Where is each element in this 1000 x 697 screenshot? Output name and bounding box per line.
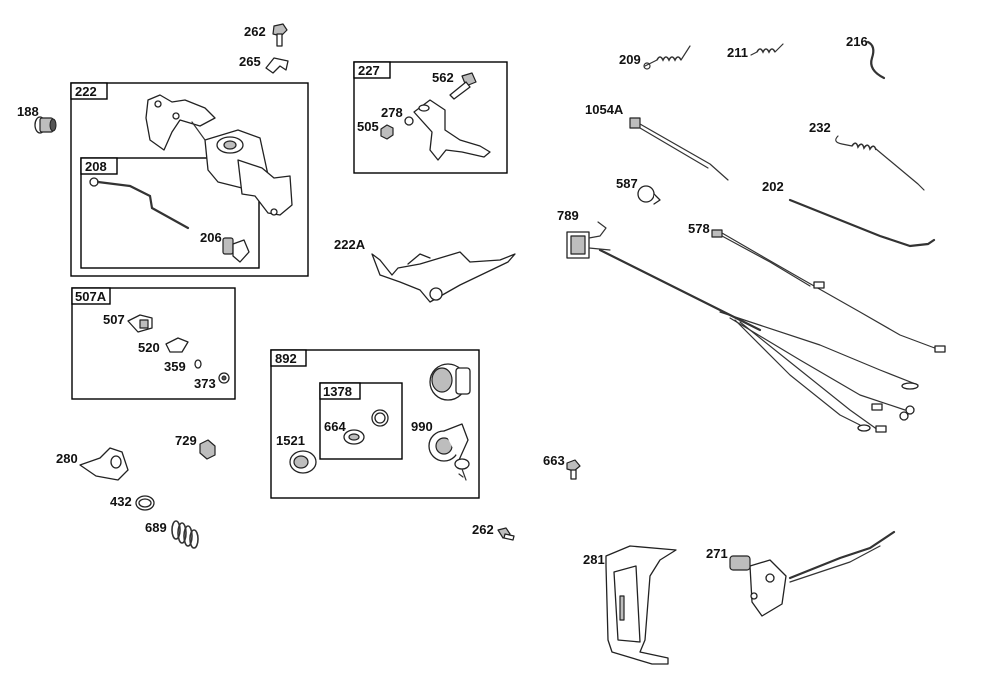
part-1054a-cable-tie — [629, 117, 729, 181]
group-box-222: 222 — [70, 82, 309, 277]
part-562-bolt — [449, 72, 477, 100]
part-280-bracket — [79, 447, 129, 481]
callout-729: 729 — [175, 433, 197, 448]
part-211-spring — [750, 43, 784, 56]
callout-507: 507 — [103, 312, 125, 327]
group-box-227: 227 — [353, 61, 508, 174]
part-507-switch — [127, 314, 153, 333]
part-209-spring — [643, 45, 691, 70]
callout-202: 202 — [762, 179, 784, 194]
part-216-rod — [866, 40, 886, 80]
callout-663: 663 — [543, 453, 565, 468]
callout-892: 892 — [275, 351, 297, 366]
callout-359: 359 — [164, 359, 186, 374]
callout-689: 689 — [145, 520, 167, 535]
part-188-bushing — [34, 116, 57, 134]
part-359-ring — [194, 359, 202, 369]
part-373-nut — [218, 372, 230, 384]
part-208-rod — [89, 177, 190, 230]
callout-789: 789 — [557, 208, 579, 223]
part-789-harness — [566, 221, 919, 433]
part-222a-bracket — [371, 251, 516, 303]
callout-262-top: 262 — [244, 24, 266, 39]
callout-507a: 507A — [75, 289, 107, 304]
group-box-507a: 507A — [71, 287, 236, 400]
callout-222: 222 — [75, 84, 97, 99]
part-505-nut — [380, 124, 394, 140]
callout-280: 280 — [56, 451, 78, 466]
callout-265: 265 — [239, 54, 261, 69]
callout-222a: 222A — [334, 237, 366, 252]
part-271-control — [729, 530, 896, 617]
callout-520: 520 — [138, 340, 160, 355]
part-663-screw — [566, 459, 581, 480]
group-box-208: 208 — [80, 157, 260, 269]
part-222-bracket — [145, 94, 293, 216]
part-262-top-bolt — [272, 23, 288, 47]
part-265-clip — [265, 57, 289, 74]
part-892-ignition-switch — [429, 363, 471, 401]
part-520-clip — [165, 337, 189, 353]
callout-271: 271 — [706, 546, 728, 561]
callout-1521: 1521 — [276, 433, 305, 448]
callout-1054a: 1054A — [585, 102, 624, 117]
callout-432: 432 — [110, 494, 132, 509]
part-227-bracket — [413, 99, 491, 161]
part-202-rod — [788, 198, 936, 248]
part-206-knob — [222, 237, 250, 263]
callout-216: 216 — [846, 34, 868, 49]
part-664-nut — [343, 429, 365, 445]
callout-990: 990 — [411, 419, 433, 434]
callout-227: 227 — [358, 63, 380, 78]
callout-188: 188 — [17, 104, 39, 119]
callout-1378: 1378 — [323, 384, 352, 399]
part-232-spring — [835, 135, 925, 191]
callout-232: 232 — [809, 120, 831, 135]
part-587-clamp — [637, 185, 661, 205]
part-432-ring — [135, 495, 155, 511]
part-1378-washer — [371, 409, 389, 427]
part-689-spring — [171, 520, 199, 549]
group-box-892: 892 — [270, 349, 480, 499]
callout-211: 211 — [727, 45, 748, 60]
part-281-bracket — [605, 545, 677, 665]
callout-208: 208 — [85, 159, 107, 174]
part-729-nut — [199, 439, 216, 460]
callout-209: 209 — [619, 52, 641, 67]
callout-262-bottom: 262 — [472, 522, 494, 537]
callout-664: 664 — [324, 419, 346, 434]
part-578-harness — [711, 229, 946, 353]
callout-587: 587 — [616, 176, 638, 191]
callout-206: 206 — [200, 230, 222, 245]
part-278-washer — [404, 116, 414, 126]
part-262-bottom-bolt — [497, 527, 515, 541]
callout-281: 281 — [583, 552, 605, 567]
group-box-1378: 1378 — [319, 382, 403, 460]
part-1521-boot — [289, 450, 317, 474]
callout-373: 373 — [194, 376, 216, 391]
callout-562: 562 — [432, 70, 454, 85]
part-990-key-housing — [428, 423, 470, 481]
callout-578: 578 — [688, 221, 710, 236]
callout-505: 505 — [357, 119, 379, 134]
callout-278: 278 — [381, 105, 403, 120]
